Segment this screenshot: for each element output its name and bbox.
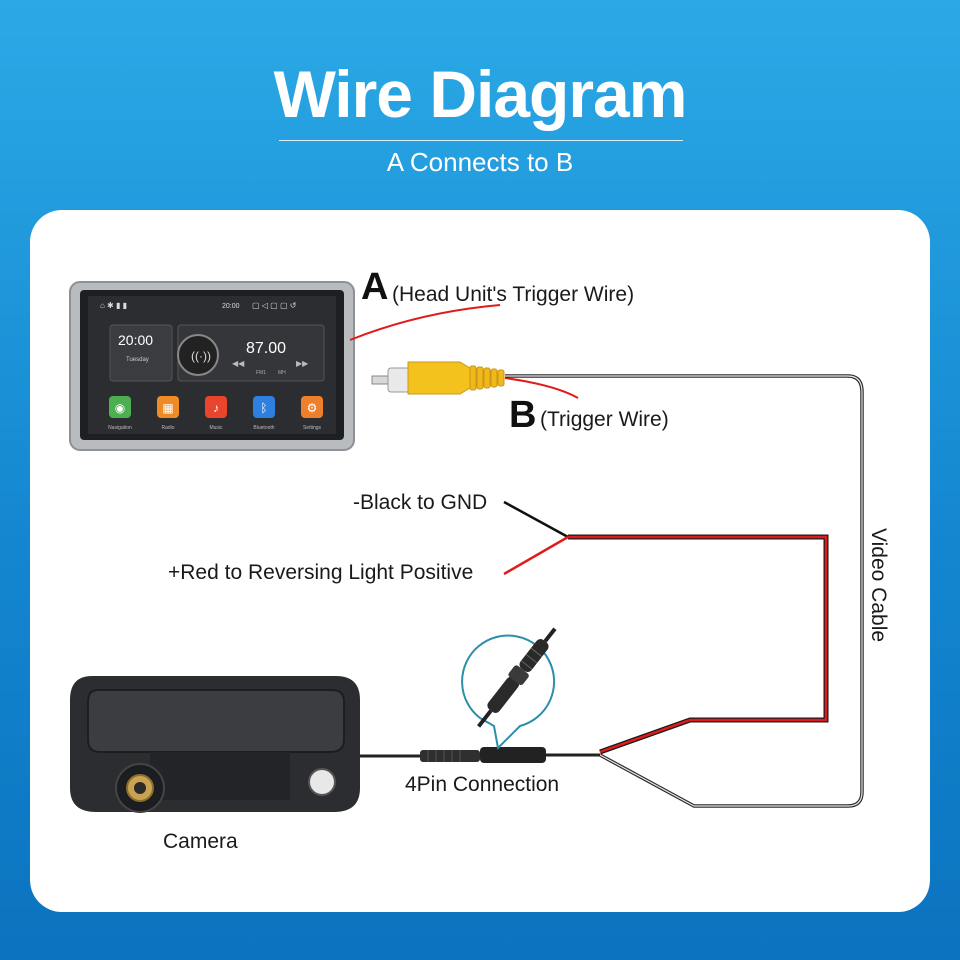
- gear-icon: ⚙: [307, 401, 318, 415]
- band-1: FM1: [256, 370, 266, 376]
- label-a-text: (Head Unit's Trigger Wire): [392, 283, 635, 306]
- svg-text:⌂ ✱ ▮ ▮: ⌂ ✱ ▮ ▮: [100, 301, 127, 310]
- label-red-positive: +Red to Reversing Light Positive: [168, 561, 474, 584]
- trigger-wire: [504, 377, 579, 399]
- connector-zoom-bubble: [461, 627, 557, 751]
- svg-text:▶▶: ▶▶: [296, 359, 309, 368]
- app-label: Music: [209, 425, 223, 431]
- app-label: Radio: [161, 425, 174, 431]
- app-tile-settings[interactable]: ⚙ Settings: [301, 396, 323, 431]
- head-unit-trigger-wire: [349, 304, 501, 341]
- label-b-letter: B: [509, 394, 537, 436]
- app-label: Navigation: [108, 425, 132, 431]
- app-tile-bluetooth[interactable]: ᛒ Bluetooth: [253, 396, 275, 431]
- label-b-text: (Trigger Wire): [540, 408, 669, 431]
- label-camera: Camera: [163, 830, 238, 853]
- svg-text:▢ ◁ ▢ ▢ ↺: ▢ ◁ ▢ ▢ ↺: [252, 301, 297, 310]
- app-row: ◉ Navigation ▦ Radio ♪ Music ᛒ Bluetooth ⚙ Settin…: [108, 396, 323, 431]
- app-tile-radio[interactable]: ▦ Radio: [157, 396, 179, 431]
- header: Wire Diagram A Connects to B: [0, 0, 960, 200]
- page-title: Wire Diagram: [273, 57, 688, 131]
- map-pin-icon: ◉: [115, 401, 125, 415]
- page-subtitle: A Connects to B: [386, 147, 574, 177]
- black-wire: [503, 500, 569, 539]
- status-time: 20:00: [222, 303, 240, 310]
- day-text: Tuesday: [126, 357, 149, 363]
- music-note-icon: ♪: [213, 401, 219, 415]
- svg-text:((·)): ((·)): [191, 349, 211, 363]
- radio-signal-icon: [177, 334, 219, 376]
- clock-text: 20:00: [118, 332, 153, 348]
- rca-connector: [371, 361, 505, 395]
- bluetooth-icon: ᛒ: [260, 401, 267, 415]
- label-a-letter: A: [361, 266, 389, 308]
- radio-frequency: 87.00: [246, 340, 286, 357]
- head-unit: ⌂ ✱ ▮ ▮ 20:00 ▢ ◁ ▢ ▢ ↺ 20:00 Tuesday ((…: [69, 281, 355, 451]
- band-2: MH: [278, 370, 286, 376]
- video-cable: [505, 374, 864, 808]
- app-tile-navigation[interactable]: ◉ Navigation: [108, 396, 132, 431]
- four-pin-connector: [420, 747, 546, 763]
- app-label: Bluetooth: [253, 425, 274, 431]
- label-four-pin: 4Pin Connection: [405, 773, 560, 796]
- title-divider: [279, 140, 683, 141]
- app-label: Settings: [303, 425, 322, 431]
- camera-light: [308, 768, 336, 796]
- app-tile-music[interactable]: ♪ Music: [205, 396, 227, 431]
- radio-icon: ▦: [162, 401, 173, 415]
- label-black-gnd: -Black to GND: [353, 491, 488, 514]
- red-wire: [503, 535, 569, 576]
- svg-text:◀◀: ◀◀: [232, 359, 245, 368]
- label-video-cable: Video Cable: [867, 528, 890, 643]
- camera: [70, 676, 360, 813]
